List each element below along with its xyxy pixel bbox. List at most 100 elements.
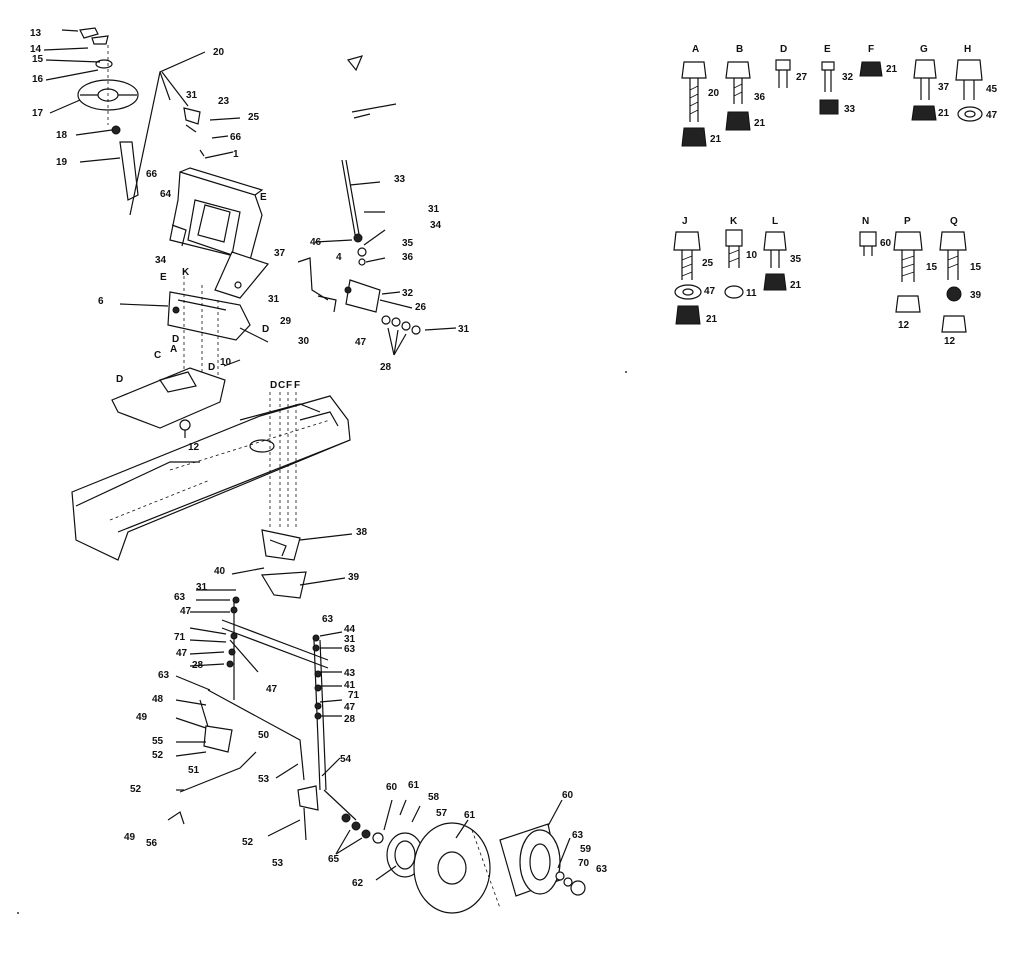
callout-label: 55 [152, 736, 164, 747]
callout-label: 14 [30, 44, 42, 55]
callout-label: 31 [458, 324, 470, 335]
hardware-part-label: 33 [844, 104, 856, 115]
lower-linkage [167, 589, 357, 841]
hardware-part-label: 21 [706, 314, 718, 325]
callout-label: 26 [415, 302, 427, 313]
hardware-letter: Q [950, 216, 958, 227]
callout-label: 61 [464, 810, 476, 821]
callout-label: 33 [394, 174, 406, 185]
hardware-part-label: 20 [708, 88, 720, 99]
hardware-k [724, 229, 744, 299]
hardware-labels: A2021B3621D27E3233F21G3721H4547J254721K1… [682, 44, 998, 347]
callout-label: 51 [188, 765, 200, 776]
callout-label: D [172, 334, 179, 345]
hardware-part-label: 21 [790, 280, 802, 291]
callout-label: D [270, 380, 277, 391]
callout-label: 31 [186, 90, 198, 101]
hardware-letter: L [772, 216, 778, 227]
callout-label: 41 [344, 680, 356, 691]
callout-label: 29 [280, 316, 292, 327]
callout-label: 31 [268, 294, 280, 305]
hardware-part-label: 39 [970, 290, 982, 301]
callout-label: 60 [386, 782, 398, 793]
hardware-q [939, 231, 967, 333]
wheel-assembly [335, 799, 586, 914]
callout-label: 48 [152, 694, 164, 705]
cap-64 [570, 880, 586, 896]
hardware-letter: J [682, 216, 688, 227]
callout-label: K [182, 267, 190, 278]
callout-label: D [208, 362, 215, 373]
callout-label: 4 [336, 252, 342, 263]
hardware-part-label: 15 [970, 262, 982, 273]
callout-label: 28 [380, 362, 392, 373]
callout-20-lines [129, 51, 206, 216]
hardware-n [859, 231, 877, 256]
callout-label: 44 [344, 624, 356, 635]
callout-label: 62 [352, 878, 364, 889]
steering-bushing [111, 125, 121, 135]
callout-label: 50 [258, 730, 270, 741]
hardware-letter: P [904, 216, 911, 227]
hardware-f [859, 61, 883, 77]
hardware-key [673, 59, 983, 333]
callout-label: D [116, 374, 123, 385]
callout-label: 60 [562, 790, 574, 801]
callout-label: 46 [310, 237, 322, 248]
hardware-part-label: 15 [926, 262, 938, 273]
callout-label: 52 [152, 750, 164, 761]
callout-label: 47 [180, 606, 192, 617]
callout-label: 34 [155, 255, 167, 266]
callout-label: 30 [298, 336, 310, 347]
hardware-l [763, 231, 787, 291]
hardware-part-label: 12 [944, 336, 956, 347]
callout-label: 70 [578, 858, 590, 869]
cap-insert [91, 35, 109, 45]
hardware-part-label: 21 [710, 134, 722, 145]
callout-label: 28 [344, 714, 356, 725]
hardware-part-label: 21 [754, 118, 766, 129]
callout-label: 47 [176, 648, 188, 659]
callout-label: 40 [214, 566, 226, 577]
callout-label: 19 [56, 157, 68, 168]
dash-console [169, 107, 270, 299]
callout-label: 59 [580, 844, 592, 855]
callout-label: 43 [344, 668, 356, 679]
mount-bracket-6 [119, 270, 269, 390]
callout-label: 18 [56, 130, 68, 141]
callout-label: 66 [230, 132, 242, 143]
steering-shaft-sleeve [119, 141, 139, 201]
hardware-j [673, 231, 702, 325]
hardware-letter: F [868, 44, 874, 55]
callout-label: 25 [248, 112, 260, 123]
bracket-66 [214, 251, 270, 299]
callout-label: 49 [124, 832, 136, 843]
callout-label: 6 [98, 296, 104, 307]
hardware-part-label: 47 [704, 286, 716, 297]
hardware-letter: K [730, 216, 738, 227]
shift-lever-assembly [297, 55, 457, 356]
callout-label: 61 [408, 780, 420, 791]
callout-label: 58 [428, 792, 440, 803]
hardware-p [893, 231, 923, 313]
brackets-38-39 [231, 529, 353, 599]
hardware-part-label: 60 [880, 238, 892, 249]
callout-label: 49 [136, 712, 148, 723]
hardware-part-label: 35 [790, 254, 802, 265]
rod-5 [351, 103, 397, 113]
callout-label: F [294, 380, 300, 391]
part-68 [346, 55, 364, 72]
callout-label: 53 [272, 858, 284, 869]
callout-label: 12 [188, 442, 200, 453]
hardware-part-label: 32 [842, 72, 854, 83]
hardware-letter: N [862, 216, 869, 227]
callout-label: 71 [348, 690, 360, 701]
hardware-part-label: 12 [898, 320, 910, 331]
hardware-d [775, 59, 791, 88]
callout-label: 17 [32, 108, 44, 119]
hardware-e [819, 61, 839, 115]
callout-label: 16 [32, 74, 44, 85]
callout-label: 53 [258, 774, 270, 785]
floor-plate-10 [111, 359, 241, 438]
callout-label: 23 [218, 96, 230, 107]
